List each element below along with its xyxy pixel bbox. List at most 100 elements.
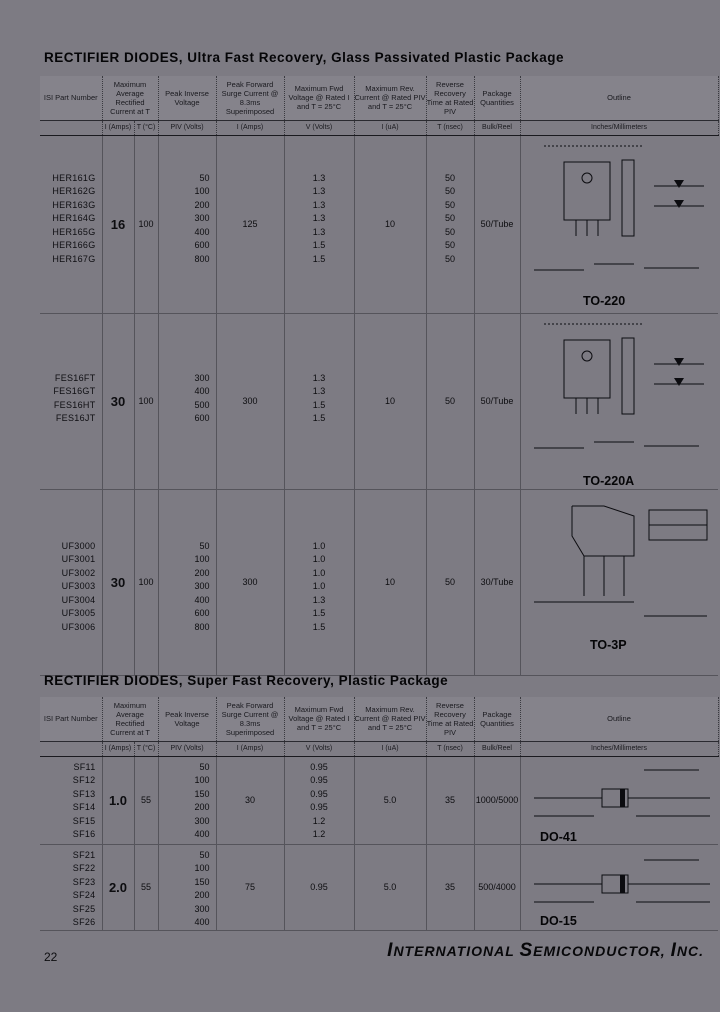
vf-value: 0.95 — [310, 882, 328, 893]
unit-inches: Inches/Millimeters — [520, 119, 719, 136]
piv-value: 400 — [194, 594, 210, 605]
part-number: SF25 — [72, 903, 96, 914]
part-number: UF3000 — [61, 540, 96, 551]
section1-title: RECTIFIER DIODES, Ultra Fast Recovery, G… — [44, 50, 564, 65]
piv-value: 300 — [194, 815, 210, 826]
ir-cell: 10 — [354, 489, 427, 676]
piv-value: 400 — [194, 829, 210, 840]
vf-value: 1.5 — [312, 254, 326, 265]
hdr-outline: Outline — [520, 76, 719, 120]
package-qty-cell: 50/Tube — [474, 135, 521, 314]
piv-value: 400 — [194, 226, 210, 237]
vf-value: 1.3 — [312, 186, 326, 197]
page-number: 22 — [44, 950, 58, 964]
hdr-surge: Peak Forward Surge Current @ 8.3ms Super… — [216, 697, 285, 741]
trr-value: 50 — [445, 172, 456, 183]
part-number: SF23 — [72, 876, 96, 887]
vf-value: 1.0 — [312, 581, 326, 592]
ir-value: 5.0 — [383, 795, 397, 805]
ir-cell: 5.0 — [354, 844, 427, 932]
trr-value: 35 — [445, 795, 456, 805]
piv-value: 400 — [194, 386, 210, 397]
part-number: SF16 — [72, 829, 96, 840]
trr-cell: 50 — [426, 313, 475, 490]
vf-value: 0.95 — [310, 775, 328, 786]
current-value: 30 — [110, 393, 126, 409]
piv-value: 100 — [194, 863, 210, 874]
part-number: HER166G — [52, 240, 96, 251]
section2-title: RECTIFIER DIODES, Super Fast Recovery, P… — [44, 673, 449, 688]
hdr-surge: Peak Forward Surge Current @ 8.3ms Super… — [216, 76, 285, 120]
piv-value: 300 — [194, 213, 210, 224]
part-number: UF3005 — [61, 608, 96, 619]
surge-cell: 300 — [216, 313, 285, 490]
package-name-label: TO-3P — [590, 638, 627, 652]
part-number: FES16JT — [55, 413, 96, 424]
hdr-piv: Peak Inverse Voltage — [158, 76, 217, 120]
piv-value: 300 — [194, 903, 210, 914]
temp-value: 100 — [138, 396, 154, 406]
part-number: FES16GT — [53, 386, 96, 397]
vf-value: 0.95 — [310, 802, 328, 813]
hdr-trr: Reverse Recovery Time at Rated PIV — [426, 76, 475, 120]
part-number: UF3004 — [61, 594, 96, 605]
piv-value: 500 — [194, 399, 210, 410]
vf-value: 1.3 — [312, 199, 326, 210]
to220-outline-drawing — [524, 140, 716, 310]
vf-value: 1.5 — [312, 399, 326, 410]
vf-cell: 0.95 — [284, 844, 355, 932]
ir-value: 10 — [385, 219, 396, 229]
package-qty: 500/4000 — [478, 882, 516, 893]
current-cell: 1.0 — [102, 756, 135, 845]
unit-trr: T (nsec) — [426, 119, 475, 136]
hdr-vf: Maximum Fwd Voltage @ Rated I and T = 25… — [284, 76, 355, 120]
trr-cell: 35 — [426, 844, 475, 932]
hdr-part: ISI Part Number — [40, 76, 103, 120]
package-name-label: TO-220A — [583, 474, 635, 488]
piv-value: 200 — [194, 199, 210, 210]
hdr-ir: Maximum Rev. Current @ Rated PIV and T =… — [354, 76, 427, 120]
piv-value: 300 — [194, 372, 210, 383]
current-cell: 30 — [102, 489, 135, 676]
part-number: HER167G — [52, 254, 96, 265]
package-qty-cell: 500/4000 — [474, 844, 521, 932]
part-number: UF3003 — [61, 581, 96, 592]
vf-value: 1.3 — [312, 226, 326, 237]
ir-value: 5.0 — [383, 882, 397, 893]
hdr-ir: Maximum Rev. Current @ Rated PIV and T =… — [354, 697, 427, 741]
vf-value: 1.3 — [312, 172, 326, 183]
hdr-vf: Maximum Fwd Voltage @ Rated I and T = 25… — [284, 697, 355, 741]
outline-cell — [520, 135, 719, 314]
part-number: HER165G — [52, 226, 96, 237]
package-qty: 50/Tube — [480, 219, 514, 229]
unit-part — [40, 119, 103, 136]
temp-cell: 100 — [134, 135, 159, 314]
trr-cell: 35 — [426, 756, 475, 845]
trr-value: 50 — [445, 577, 456, 587]
piv-value: 400 — [194, 917, 210, 928]
trr-value: 50 — [445, 226, 456, 237]
package-qty: 30/Tube — [480, 577, 514, 587]
unit-ir: I (uA) — [354, 740, 427, 757]
part-number: SF11 — [73, 761, 96, 772]
part-number: SF22 — [72, 863, 96, 874]
package-qty-cell: 1000/5000 — [474, 756, 521, 845]
surge-value: 75 — [245, 882, 256, 893]
trr-value: 35 — [445, 882, 456, 893]
hdr-piv: Peak Inverse Voltage — [158, 697, 217, 741]
trr-value: 50 — [445, 199, 456, 210]
current-cell: 30 — [102, 313, 135, 490]
unit-bulk: Bulk/Reel — [474, 119, 521, 136]
ir-cell: 5.0 — [354, 756, 427, 845]
unit-tc: T (°C) — [134, 740, 159, 757]
